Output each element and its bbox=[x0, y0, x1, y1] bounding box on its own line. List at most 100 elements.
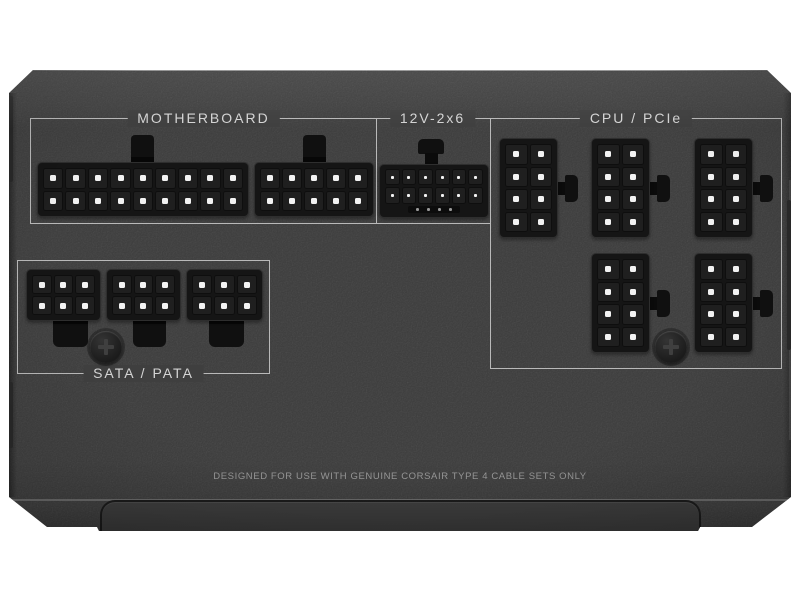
pin-socket bbox=[222, 168, 243, 189]
latch-tab-stem bbox=[752, 182, 762, 195]
pin-socket bbox=[700, 259, 723, 280]
pin-socket bbox=[214, 296, 235, 315]
bottom-crease-line bbox=[9, 499, 791, 501]
latch-tab bbox=[418, 139, 444, 154]
pin-socket bbox=[597, 211, 620, 232]
pin-socket bbox=[529, 166, 552, 187]
left-edge-shade bbox=[9, 93, 17, 497]
pin-socket bbox=[200, 190, 221, 211]
pin-socket bbox=[53, 275, 74, 294]
pin-socket bbox=[32, 275, 52, 294]
pin-socket bbox=[468, 187, 483, 204]
pin-socket bbox=[451, 169, 467, 186]
bottom-lip-notch bbox=[100, 500, 701, 531]
latch-tab bbox=[209, 319, 244, 347]
sata-pata-section-outline: SATA / PATA bbox=[17, 260, 270, 382]
pin-socket bbox=[385, 169, 400, 186]
latch-tab bbox=[657, 175, 670, 202]
pin-socket bbox=[724, 304, 747, 325]
pin-socket bbox=[110, 168, 131, 189]
left-side-seam bbox=[9, 96, 13, 182]
pin-socket bbox=[529, 189, 552, 210]
pin-socket bbox=[177, 190, 199, 211]
latch-tab-stem bbox=[557, 182, 567, 195]
footer-note: DESIGNED FOR USE WITH GENUINE CORSAIR TY… bbox=[213, 471, 587, 482]
pin-socket bbox=[435, 187, 450, 204]
cpu-pcie-8pin-socket-4 bbox=[591, 253, 650, 353]
latch-tab bbox=[131, 135, 154, 164]
pin-socket bbox=[53, 296, 74, 315]
12v-2x6-label: 12V-2x6 bbox=[389, 110, 476, 127]
pin-socket bbox=[597, 166, 620, 187]
pin-socket bbox=[621, 304, 644, 325]
pin-socket bbox=[192, 296, 213, 315]
pin-socket bbox=[621, 166, 644, 187]
pin-socket bbox=[110, 190, 131, 211]
sense-pin-row bbox=[407, 205, 461, 213]
pin-socket bbox=[75, 296, 95, 315]
pin-socket bbox=[155, 275, 175, 294]
pin-socket bbox=[597, 281, 620, 302]
pin-socket bbox=[155, 168, 176, 189]
cpu-pcie-8pin-socket-2 bbox=[591, 138, 650, 238]
pin-socket bbox=[155, 296, 175, 315]
pin-socket bbox=[236, 296, 257, 315]
pin-socket bbox=[700, 144, 723, 165]
pin-socket bbox=[700, 326, 723, 347]
pin-socket bbox=[418, 169, 433, 186]
pin-socket bbox=[597, 259, 620, 280]
pin-socket bbox=[132, 190, 154, 211]
pin-socket bbox=[505, 166, 528, 187]
latch-tab-stem bbox=[649, 297, 659, 310]
latch-tab-stem bbox=[425, 153, 438, 166]
12v-2x6-socket bbox=[379, 164, 489, 218]
pin-socket bbox=[418, 187, 433, 204]
pin-socket bbox=[700, 189, 723, 210]
pin-socket bbox=[32, 296, 52, 315]
pin-socket bbox=[401, 169, 417, 186]
pin-socket bbox=[133, 275, 154, 294]
latch-tab-stem bbox=[752, 297, 762, 310]
peripheral-6pin-socket-2 bbox=[106, 269, 181, 321]
pin-socket bbox=[621, 259, 644, 280]
pin-socket bbox=[435, 169, 450, 186]
cpu-pcie-section-outline: CPU / PCIe bbox=[490, 110, 782, 369]
pin-socket bbox=[177, 168, 199, 189]
top-edge-highlight bbox=[33, 70, 767, 71]
motherboard-section-outline: MOTHERBOARD bbox=[30, 110, 377, 224]
pin-socket bbox=[724, 189, 747, 210]
12v-2x6-section-outline: 12V-2x6 bbox=[375, 110, 490, 224]
pin-socket bbox=[621, 326, 644, 347]
sata-pata-label: SATA / PATA bbox=[83, 365, 204, 382]
pin-socket bbox=[282, 168, 302, 189]
pin-socket bbox=[385, 187, 400, 204]
pin-socket bbox=[597, 326, 620, 347]
cpu-pcie-label: CPU / PCIe bbox=[579, 110, 693, 127]
pin-socket bbox=[700, 304, 723, 325]
latch-tab bbox=[760, 175, 773, 202]
pin-socket bbox=[597, 189, 620, 210]
pin-socket bbox=[282, 190, 302, 211]
pin-socket bbox=[700, 211, 723, 232]
pin-socket bbox=[597, 304, 620, 325]
pin-socket bbox=[87, 168, 109, 189]
pin-socket bbox=[65, 190, 86, 211]
pin-socket bbox=[451, 187, 467, 204]
pin-socket bbox=[43, 190, 64, 211]
pin-socket bbox=[468, 169, 483, 186]
pin-grid bbox=[385, 169, 483, 204]
pin-socket bbox=[724, 211, 747, 232]
pin-socket bbox=[304, 190, 324, 211]
peripheral-6pin-socket-1 bbox=[26, 269, 101, 321]
pin-socket bbox=[132, 168, 154, 189]
screw bbox=[655, 331, 687, 363]
pin-socket bbox=[192, 275, 213, 294]
pin-socket bbox=[348, 190, 368, 211]
pin-socket bbox=[43, 168, 64, 189]
pin-socket bbox=[621, 144, 644, 165]
pin-socket bbox=[133, 296, 154, 315]
screw bbox=[90, 331, 122, 363]
right-side-seam bbox=[787, 200, 791, 350]
pin-socket bbox=[724, 326, 747, 347]
